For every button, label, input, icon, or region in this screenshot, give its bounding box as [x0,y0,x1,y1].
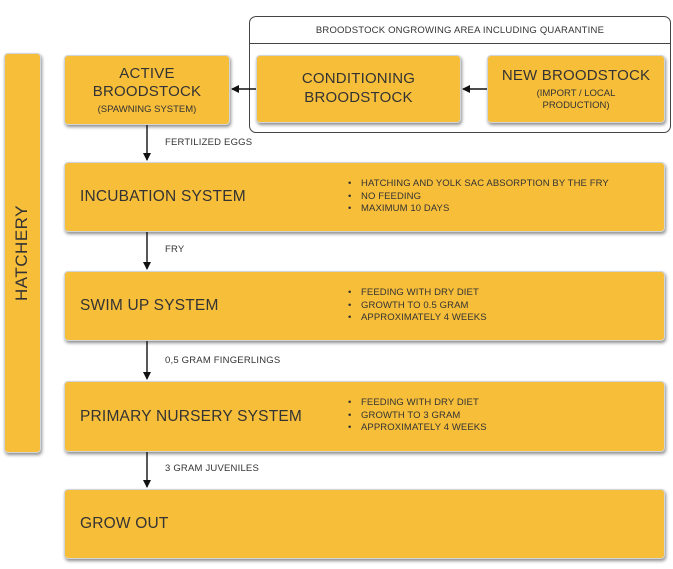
new-broodstock-title: NEW BROODSTOCK [501,66,651,84]
quarantine-area: BROODSTOCK ONGROWING AREA INCLUDING QUAR… [249,16,671,133]
bullet-item: GROWTH TO 3 GRAM [348,410,487,423]
grow-out-title: GROW OUT [80,515,169,532]
flow-label-fingerlings: 0,5 GRAM FINGERLINGS [165,355,281,366]
new-broodstock-box: NEW BROODSTOCK (IMPORT / LOCAL PRODUCTIO… [487,55,665,123]
flow-label-juveniles: 3 GRAM JUVENILES [165,463,260,474]
active-broodstock-title: ACTIVE BROODSTOCK [92,64,202,101]
primary-nursery-system-box: PRIMARY NURSERY SYSTEM FEEDING WITH DRY … [64,381,665,452]
bullet-item: GROWTH TO 0.5 GRAM [348,300,487,313]
flow-label-fertilized-eggs: FERTILIZED EGGS [165,137,253,148]
quarantine-area-title: BROODSTOCK ONGROWING AREA INCLUDING QUAR… [250,17,670,44]
bullet-item: HATCHING AND YOLK SAC ABSORPTION BY THE … [348,178,609,191]
bullet-item: MAXIMUM 10 DAYS [348,203,609,216]
bullet-item: APPROXIMATELY 4 WEEKS [348,422,487,435]
bullet-item: APPROXIMATELY 4 WEEKS [348,312,487,325]
bullet-item: FEEDING WITH DRY DIET [348,287,487,300]
hatchery-panel [4,53,41,453]
swim-up-system-title: SWIM UP SYSTEM [80,297,219,314]
conditioning-broodstock-box: CONDITIONING BROODSTOCK [256,55,461,123]
active-broodstock-box: ACTIVE BROODSTOCK (SPAWNING SYSTEM) [64,55,230,125]
conditioning-broodstock-title: CONDITIONING BROODSTOCK [301,70,416,106]
active-broodstock-subtitle: (SPAWNING SYSTEM) [97,104,197,116]
primary-nursery-system-title: PRIMARY NURSERY SYSTEM [80,407,303,425]
swim-up-system-box: SWIM UP SYSTEM FEEDING WITH DRY DIET GRO… [64,271,665,341]
bullet-item: NO FEEDING [348,191,609,204]
incubation-system-notes: HATCHING AND YOLK SAC ABSORPTION BY THE … [348,178,609,216]
incubation-system-title: INCUBATION SYSTEM [80,188,246,205]
primary-nursery-system-notes: FEEDING WITH DRY DIET GROWTH TO 3 GRAM A… [348,397,487,435]
new-broodstock-subtitle: (IMPORT / LOCAL PRODUCTION) [536,88,616,111]
flow-label-fry: FRY [165,244,185,255]
swim-up-system-notes: FEEDING WITH DRY DIET GROWTH TO 0.5 GRAM… [348,287,487,325]
bullet-item: FEEDING WITH DRY DIET [348,397,487,410]
grow-out-box: GROW OUT [64,489,665,559]
incubation-system-box: INCUBATION SYSTEM HATCHING AND YOLK SAC … [64,162,665,232]
